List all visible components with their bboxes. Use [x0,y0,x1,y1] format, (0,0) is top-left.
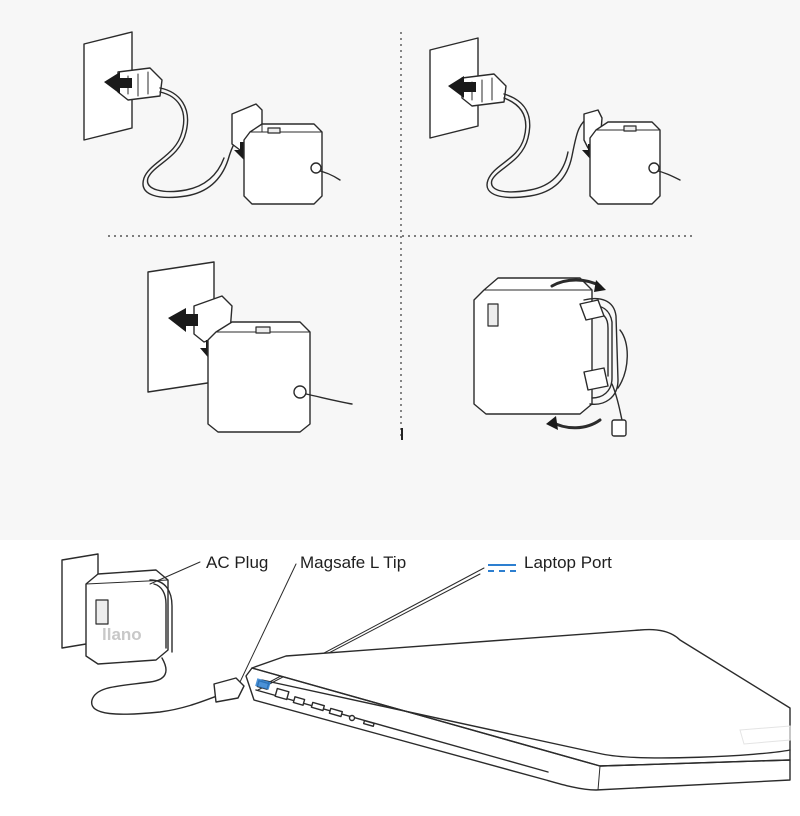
magsafe-cable [91,657,229,715]
panels-drawing [83,31,692,440]
magsafe-tip-label: Magsafe L Tip [300,553,407,572]
laptop-port-icon [488,560,516,572]
watermark: llano [102,625,142,644]
wrapped-cable [583,297,619,405]
port-highlight [255,678,271,690]
panel-step-4 [473,277,628,437]
power-brick [243,123,323,205]
sd-slot [362,719,375,728]
laptop [245,628,791,791]
wall-outlet-plate [83,31,133,141]
panel-step-3 [147,261,353,433]
insert-arrow [104,72,132,94]
ac-plug-leader [149,561,201,585]
power-brick [473,277,593,415]
ac-plug-label: AC Plug [206,553,269,572]
panel-step-2 [429,37,681,205]
magsafe-leader [239,563,297,683]
magsafe-l-tip [213,677,245,703]
power-cord [486,97,589,199]
power-cord [142,91,245,199]
connection-diagram: llano AC Plug Magsafe L Tip Lapto [0,540,800,816]
rotate-arrow-bottom [550,418,602,430]
usb-port-2 [328,707,344,718]
audio-port [348,714,356,722]
magsafe-cable [305,393,353,405]
laptop-lid [251,628,791,767]
firewire-port [292,696,306,706]
instruction-panels [83,31,692,440]
usb-port [310,701,326,712]
insert-arrow [168,308,198,332]
laptop-port-label: Laptop Port [524,553,612,572]
power-brick [207,321,311,433]
power-brick [85,569,169,665]
panel-step-1 [83,31,341,205]
power-brick [589,121,661,205]
laptop-base [245,667,791,791]
magsafe-tip [611,419,627,437]
connection-drawing: llano [61,553,791,791]
insert-arrow [448,76,476,98]
ethernet-port [274,687,290,701]
